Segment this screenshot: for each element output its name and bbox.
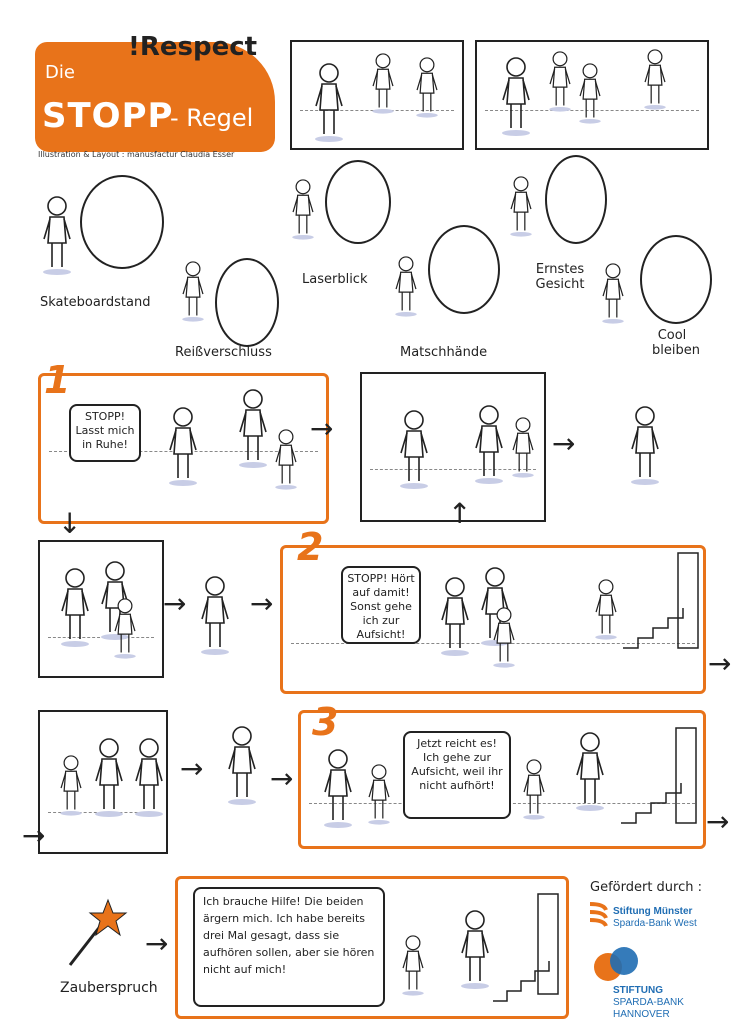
credit-line: Illustration & Layout : manusfactur Clau… [38,150,235,159]
arrow-icon: → [552,427,576,460]
person-figure [508,175,534,237]
speech-bubble: Jetzt reicht es! Ich gehe zur Aufsicht, … [403,731,511,819]
title-banner [35,42,275,152]
thought-bubble [325,160,391,244]
thought-bubble [428,225,500,314]
person-figure [92,737,126,817]
person-figure [491,606,517,668]
arrow-icon: → [706,805,730,838]
step-1-panel: STOPP! Lasst mich in Ruhe! [38,373,329,524]
step-3-situation-panel [38,710,168,854]
person-figure [521,758,547,820]
person-figure [414,56,440,118]
arrow-icon: → [22,819,46,852]
person-figure [438,576,472,656]
stairs-door-illustration [623,552,699,649]
technique-label: Skateboardstand [40,295,151,310]
stiftung-muenster-logo-icon [589,902,608,927]
person-figure [312,62,346,142]
title-main: STOPP [42,96,174,136]
brand-logo: !Respect [128,32,257,62]
person-figure [366,763,392,825]
person-figure [510,416,536,478]
person-figure [273,428,299,490]
person-figure [58,754,84,816]
person-figure [58,567,92,647]
person-figure [573,731,607,811]
person-figure [370,52,396,114]
step-number: 1 [44,358,71,402]
step-number: 2 [297,525,324,569]
arrow-icon: → [270,762,294,795]
speech-bubble: Ich brauche Hilfe! Die beiden ärgern mic… [193,887,385,1007]
step-2-panel: STOPP! Hört auf damit! Sonst gehe ich zu… [280,545,706,694]
technique-label: Reißverschluss [175,345,272,360]
person-figure [577,62,603,124]
person-figure [642,48,668,110]
sponsor-2-line3: HANNOVER [613,1009,670,1020]
person-figure [290,178,316,240]
thought-bubble [640,235,712,324]
arrow-icon: ↓ [58,507,82,540]
person-figure [593,578,619,640]
person-figure [393,255,419,317]
person-figure [112,597,138,659]
person-figure [458,909,492,989]
person-figure [236,388,270,468]
step-1-result-panel [360,372,546,522]
brand-text: !Respect [128,32,258,62]
step-2-situation-panel [38,540,164,678]
intro-panel-2 [475,40,709,150]
thought-bubble [215,258,279,347]
step-3-panel: Jetzt reicht es! Ich gehe zur Aufsicht, … [298,710,706,849]
person-figure [499,56,533,136]
speech-bubble: STOPP! Lasst mich in Ruhe! [69,404,141,462]
arrow-icon: → [145,927,169,960]
arrow-icon: ↑ [448,497,472,530]
arrow-icon: → [163,587,187,620]
technique-label: Matschhände [400,345,488,360]
person-figure [40,195,74,275]
stairs-door-illustration [493,893,559,1002]
magic-panel: Ich brauche Hilfe! Die beiden ärgern mic… [175,876,569,1019]
sponsor-2: STIFTUNG SPARDA-BANK HANNOVER [613,985,684,1021]
arrow-icon: → [180,752,204,785]
happy-figure [628,405,662,485]
person-figure [321,748,355,828]
person-figure [472,404,506,484]
speech-bubble: STOPP! Hört auf damit! Sonst gehe ich zu… [341,566,421,644]
thought-bubble [545,155,607,244]
person-figure [397,409,431,489]
stairs-door-illustration [621,727,697,824]
sponsor-2-line1: STIFTUNG [613,985,663,996]
title-suffix: - Regel [170,104,254,132]
person-figure [180,260,206,322]
step-number: 3 [312,700,339,744]
title-prefix: Die [45,62,75,83]
technique-label: Cool bleiben [652,328,700,358]
thought-bubble [80,175,164,269]
sponsor-1-sub: Sparda-Bank West [613,918,697,929]
technique-label: Ernstes Gesicht [535,262,585,292]
person-figure [132,737,166,817]
sponsors-heading: Gefördert durch : [590,880,702,895]
sponsor-1-name: Stiftung Münster [613,906,693,917]
technique-label: Laserblick [302,272,368,287]
person-figure [225,725,259,805]
person-figure [400,934,426,996]
sponsor-1: Stiftung Münster Sparda-Bank West [613,906,697,930]
person-figure [198,575,232,655]
intro-panel-1 [290,40,464,150]
arrow-icon: → [310,412,334,445]
stiftung-hannover-logo-icon [594,947,638,981]
arrow-icon: → [708,647,732,680]
person-figure [600,262,626,324]
magic-wand-icon [68,898,128,966]
sponsor-2-line2: SPARDA-BANK [613,997,684,1008]
person-figure [166,406,200,486]
arrow-icon: → [250,587,274,620]
magic-label: Zauberspruch [60,980,158,996]
person-figure [547,50,573,112]
